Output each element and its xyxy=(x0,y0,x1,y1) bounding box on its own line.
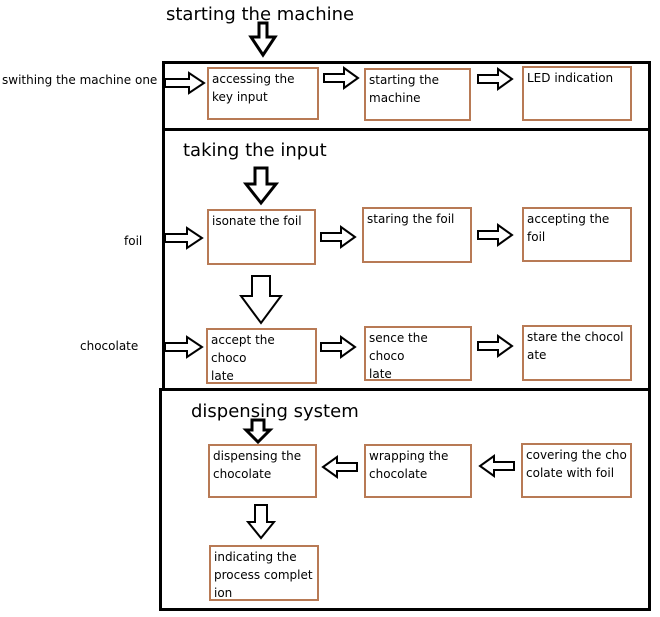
arrow-right-chocolate-2 xyxy=(477,334,514,358)
stare-chocolate-box: stare the chocol ate xyxy=(522,325,632,381)
accepting-foil-box: accepting the foil xyxy=(522,207,632,262)
arrow-right-switch xyxy=(164,71,206,95)
chocolate-label: chocolate xyxy=(80,339,139,353)
accessing-key-input-box: accessing the key input xyxy=(207,67,319,120)
dispensing-chocolate-box: dispensing the chocolate xyxy=(208,444,317,498)
arrow-left-wrap-to-dispense xyxy=(321,455,358,479)
section-dispense-title: dispensing system xyxy=(191,401,359,422)
staring-foil-box: staring the foil xyxy=(362,207,472,263)
sence-chocolate-box: sence the choco late xyxy=(364,326,472,381)
foil-label: foil xyxy=(124,234,143,248)
arrow-left-cover-to-wrap xyxy=(478,454,515,478)
isonate-foil-box: isonate the foil xyxy=(207,209,316,265)
section-dispense-frame xyxy=(159,388,651,611)
accept-chocolate-box: accept the choco late xyxy=(206,328,317,384)
arrow-right-foil-label xyxy=(164,226,204,250)
switching-machine-label: swithing the machine one xyxy=(2,73,158,87)
arrow-right-foil-2 xyxy=(477,223,514,247)
arrow-right-chocolate-1 xyxy=(320,335,357,359)
arrow-down-input xyxy=(242,166,280,206)
wrapping-chocolate-box: wrapping the chocolate xyxy=(364,444,472,498)
section-start-title: starting the machine xyxy=(166,4,355,25)
section-input-title: taking the input xyxy=(183,140,327,161)
arrow-right-chocolate-label xyxy=(164,335,204,359)
arrow-down-foil-to-chocolate xyxy=(239,275,283,325)
covering-chocolate-foil-box: covering the cho colate with foil xyxy=(521,443,632,498)
arrow-down-dispense xyxy=(242,418,274,445)
process-complete-box: indicating the process complet ion xyxy=(209,545,319,601)
arrow-right-start-to-led xyxy=(477,67,514,91)
arrow-right-foil-1 xyxy=(320,225,357,249)
arrow-down-to-completion xyxy=(245,504,277,540)
starting-machine-box: starting the machine xyxy=(364,68,471,121)
led-indication-box: LED indication xyxy=(522,66,632,121)
arrow-down-start xyxy=(248,21,278,58)
arrow-right-key-to-start xyxy=(323,66,360,90)
